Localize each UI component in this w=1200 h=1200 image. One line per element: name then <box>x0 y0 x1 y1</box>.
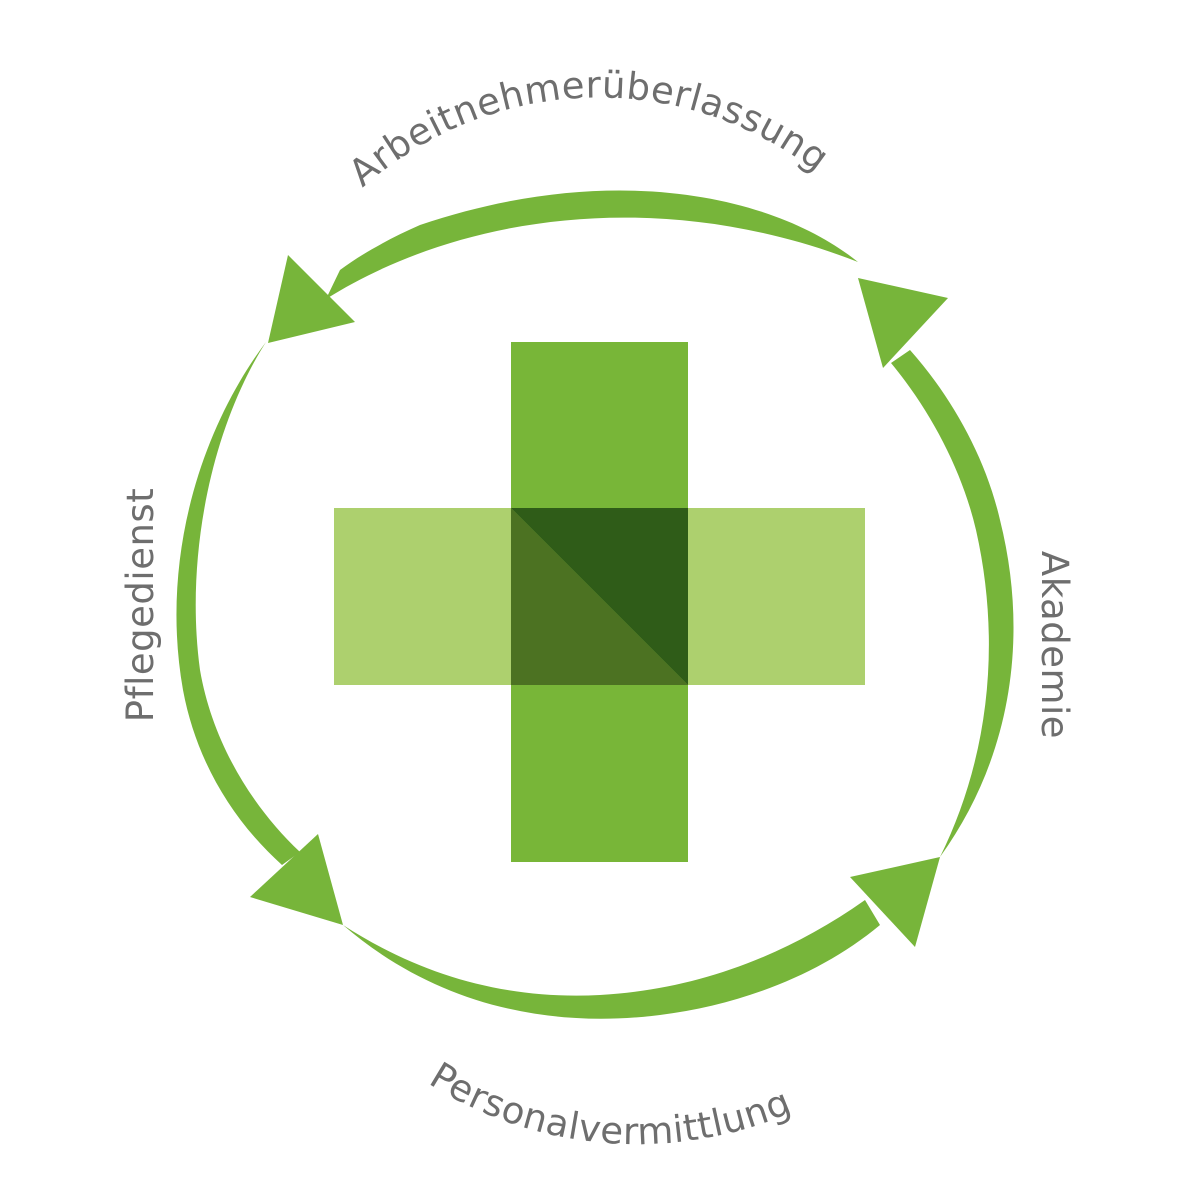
label-top-text: Arbeitnehmerüberlassung <box>341 63 837 194</box>
arrow-left-head <box>250 834 343 925</box>
cycle-arrows <box>176 190 1014 1019</box>
arrow-left-arc <box>176 342 300 865</box>
medical-cross-logo <box>334 342 865 862</box>
label-left-text: Pflegedienst <box>119 488 162 722</box>
cross-overlap-mid <box>511 508 688 685</box>
label-top: Arbeitnehmerüberlassung <box>341 63 838 194</box>
arrow-right-arc <box>891 350 1014 857</box>
label-right-text: Akademie <box>1033 551 1076 739</box>
arrow-top-head <box>268 255 355 343</box>
arrow-bottom-head <box>850 857 940 947</box>
label-bottom-text: Personalvermittlung <box>423 1054 797 1154</box>
label-right: Akademie <box>1033 551 1076 739</box>
arrow-top-arc <box>326 190 858 299</box>
arrow-right-head <box>858 278 948 368</box>
arrow-bottom-arc <box>343 900 880 1019</box>
label-left: Pflegedienst <box>119 488 162 722</box>
label-bottom: Personalvermittlung <box>423 1054 797 1154</box>
